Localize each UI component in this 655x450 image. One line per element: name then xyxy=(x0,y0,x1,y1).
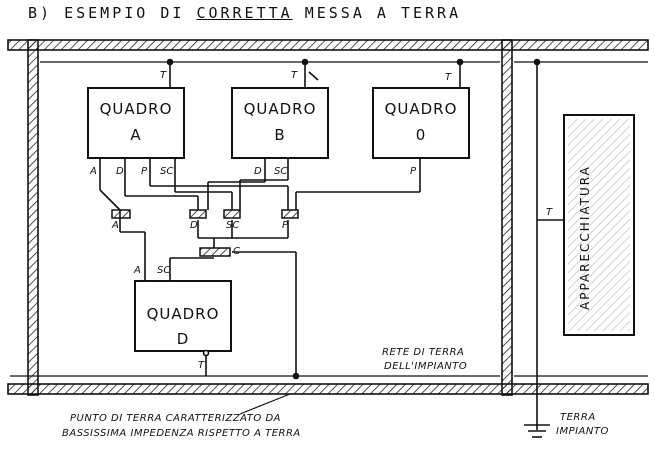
board-0-letter: 0 xyxy=(415,126,427,144)
board-a-box xyxy=(87,87,185,159)
t-label-plant: T xyxy=(546,207,553,218)
wire-label-d: D xyxy=(116,166,124,177)
conn-label-d: D xyxy=(190,220,198,231)
connectors xyxy=(111,209,299,257)
earth-network xyxy=(7,39,649,396)
wire-label-a: A xyxy=(90,166,97,177)
board-a-name: QUADRO xyxy=(99,100,173,118)
board-d-name: QUADRO xyxy=(146,305,220,323)
earth-point-leader xyxy=(239,393,291,415)
earth-point-note-line1: PUNTO DI TERRA CARATTERIZZATO DA xyxy=(70,413,281,424)
board-0-name: QUADRO xyxy=(384,100,458,118)
wire-label-b-sc: SC xyxy=(274,166,288,177)
rete-note-line1: RETE DI TERRA xyxy=(382,347,465,358)
connector-sc xyxy=(223,209,241,219)
wire-label-0-p: P xyxy=(410,166,417,177)
board-0-box xyxy=(372,87,470,159)
board-boxes xyxy=(87,87,470,352)
conn-label-p: P xyxy=(282,220,289,231)
equipment-label: APPARECCHIATURA xyxy=(578,165,592,311)
board-b-box xyxy=(231,87,329,159)
wire-label-p: P xyxy=(141,166,148,177)
t-label-b: T xyxy=(291,70,298,81)
board-b-name: QUADRO xyxy=(243,100,317,118)
rete-note-line2: DELL'IMPIANTO xyxy=(384,361,468,372)
conn-label-sc: SC xyxy=(226,220,240,231)
plant-earth-note-line2: IMPIANTO xyxy=(556,426,609,437)
board-d-letter: D xyxy=(176,330,190,348)
wire-label-d-a: A xyxy=(134,265,141,276)
board-a-letter: A xyxy=(130,126,142,144)
earth-drops xyxy=(166,58,464,88)
connector-d xyxy=(189,209,207,219)
t-label-d: T xyxy=(198,360,205,371)
board-b-letter: B xyxy=(274,126,286,144)
plant-earth xyxy=(524,58,564,438)
t-label-a: T xyxy=(160,70,167,81)
title-underlined: CORRETTA xyxy=(196,4,293,22)
connector-p xyxy=(281,209,299,219)
t-label-0: T xyxy=(445,72,452,83)
title-suffix: MESSA A TERRA xyxy=(292,4,462,22)
title-prefix: B) ESEMPIO DI xyxy=(28,4,197,22)
wire-label-d-sc: SC xyxy=(157,265,171,276)
board-d-earth xyxy=(202,349,210,376)
diagram-title: B) ESEMPIO DI CORRETTA MESSA A TERRA xyxy=(28,4,461,22)
conn-label-c: C xyxy=(233,246,240,257)
wire-label-b-d: D xyxy=(254,166,262,177)
connector-c xyxy=(199,247,231,257)
connector-a xyxy=(111,209,131,219)
conn-label-a: A xyxy=(112,220,119,231)
board-d-box xyxy=(134,280,232,352)
signal-wiring xyxy=(99,158,421,380)
wire-label-sc: SC xyxy=(160,166,174,177)
plant-earth-note-line1: TERRA xyxy=(560,412,596,423)
earth-point-note-line2: BASSISSIMA IMPEDENZA RISPETTO A TERRA xyxy=(62,428,301,439)
